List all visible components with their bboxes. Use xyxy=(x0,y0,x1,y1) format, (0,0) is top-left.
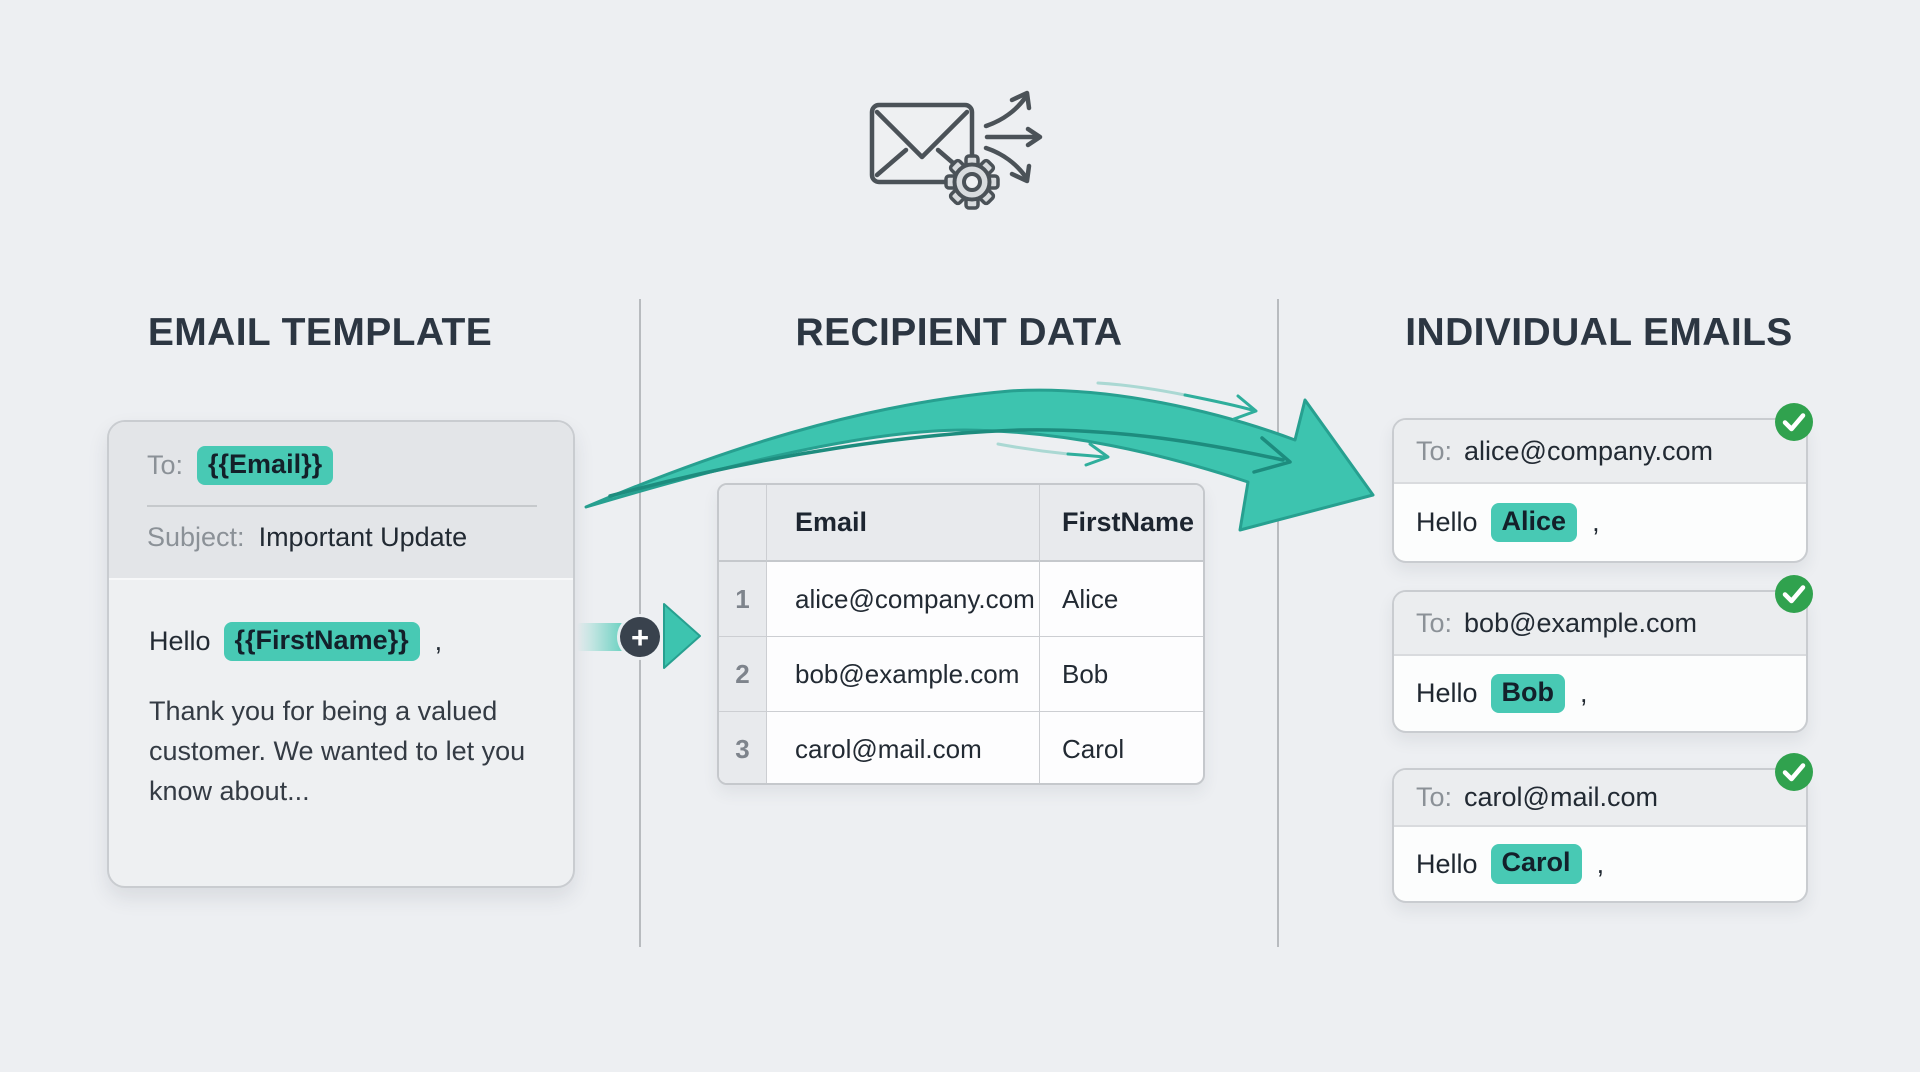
gear-icon xyxy=(944,154,1000,210)
template-body-text: Thank you for being a valued customer. W… xyxy=(149,696,526,807)
individual-email-card: To: bob@example.com Hello Bob , xyxy=(1392,575,1813,733)
to-label: To: xyxy=(1416,435,1453,466)
table-header-firstname: FirstName xyxy=(1040,485,1203,562)
email-card-header: To: carol@mail.com xyxy=(1394,770,1806,827)
merge-arrow-tail xyxy=(577,623,627,651)
greeting-prefix: Hello xyxy=(1416,507,1478,537)
template-greeting: Hello {{FirstName}} , xyxy=(149,622,533,662)
template-card-header: To: {{Email}} Subject: Important Update xyxy=(109,422,573,580)
table-header-email: Email xyxy=(767,485,1040,562)
email-card-body: Hello Bob , xyxy=(1394,656,1806,731)
heading-email-template: EMAIL TEMPLATE xyxy=(147,311,493,354)
individual-email-card: To: alice@company.com Hello Alice , xyxy=(1392,403,1813,563)
merge-arrowhead xyxy=(663,603,701,669)
email-card-header: To: alice@company.com xyxy=(1394,420,1806,484)
merged-name-chip: Carol xyxy=(1490,844,1582,884)
merged-name-chip: Alice xyxy=(1490,502,1578,543)
email-card-header: To: bob@example.com xyxy=(1394,592,1806,656)
row-number: 2 xyxy=(719,637,767,712)
to-address: carol@mail.com xyxy=(1464,782,1658,812)
cell-firstname: Bob xyxy=(1040,637,1203,712)
check-icon xyxy=(1775,753,1813,791)
to-address: alice@company.com xyxy=(1464,435,1714,466)
check-icon xyxy=(1775,575,1813,613)
email-card-body: Hello Carol , xyxy=(1394,827,1806,901)
check-icon xyxy=(1775,403,1813,441)
heading-individual-emails: INDIVIDUAL EMAILS xyxy=(1405,311,1793,354)
plus-icon: + xyxy=(620,617,660,657)
greeting-prefix: Hello xyxy=(149,626,211,657)
template-header-divider xyxy=(147,505,537,508)
cell-email: carol@mail.com xyxy=(767,712,1040,783)
merged-name-chip: Bob xyxy=(1490,673,1566,714)
recipient-data-table: Email FirstName 1 alice@company.com Alic… xyxy=(717,483,1205,785)
greeting-suffix: , xyxy=(1596,848,1605,879)
fan-arrows-icon xyxy=(983,90,1043,184)
to-label: To: xyxy=(1416,607,1453,638)
email-variable-chip: {{Email}} xyxy=(197,446,334,486)
envelope-icon xyxy=(869,90,1043,210)
template-subject-row: Subject: Important Update xyxy=(147,522,537,553)
heading-recipient-data: RECIPIENT DATA xyxy=(795,311,1123,354)
subject-value: Important Update xyxy=(258,522,468,553)
template-to-row: To: {{Email}} xyxy=(147,446,537,486)
to-address: bob@example.com xyxy=(1464,607,1698,638)
template-card-body: Hello {{FirstName}} , Thank you for bein… xyxy=(109,580,573,811)
to-label: To: xyxy=(1416,782,1453,812)
cell-firstname: Alice xyxy=(1040,562,1203,637)
plus-glyph: + xyxy=(630,619,650,655)
greeting-prefix: Hello xyxy=(1416,848,1478,879)
to-label: To: xyxy=(147,450,184,481)
greeting-prefix: Hello xyxy=(1416,678,1478,708)
greeting-suffix: , xyxy=(1580,678,1588,708)
echo-arrow-top xyxy=(1096,381,1258,421)
greeting-suffix: , xyxy=(434,626,443,657)
cell-email: bob@example.com xyxy=(767,637,1040,712)
table-corner-cell xyxy=(719,485,767,562)
row-number: 3 xyxy=(719,712,767,783)
column-divider-right xyxy=(1277,299,1279,947)
email-template-card: To: {{Email}} Subject: Important Update … xyxy=(107,420,575,888)
subject-label: Subject: xyxy=(147,522,245,553)
firstname-variable-chip: {{FirstName}} xyxy=(223,622,420,662)
row-number: 1 xyxy=(719,562,767,637)
cell-firstname: Carol xyxy=(1062,734,1125,764)
email-card-body: Hello Alice , xyxy=(1394,484,1806,561)
individual-email-card: To: carol@mail.com Hello Carol , xyxy=(1392,753,1813,903)
cell-email: alice@company.com xyxy=(767,562,1040,637)
echo-arrow-bottom xyxy=(996,442,1110,467)
greeting-suffix: , xyxy=(1592,507,1600,537)
